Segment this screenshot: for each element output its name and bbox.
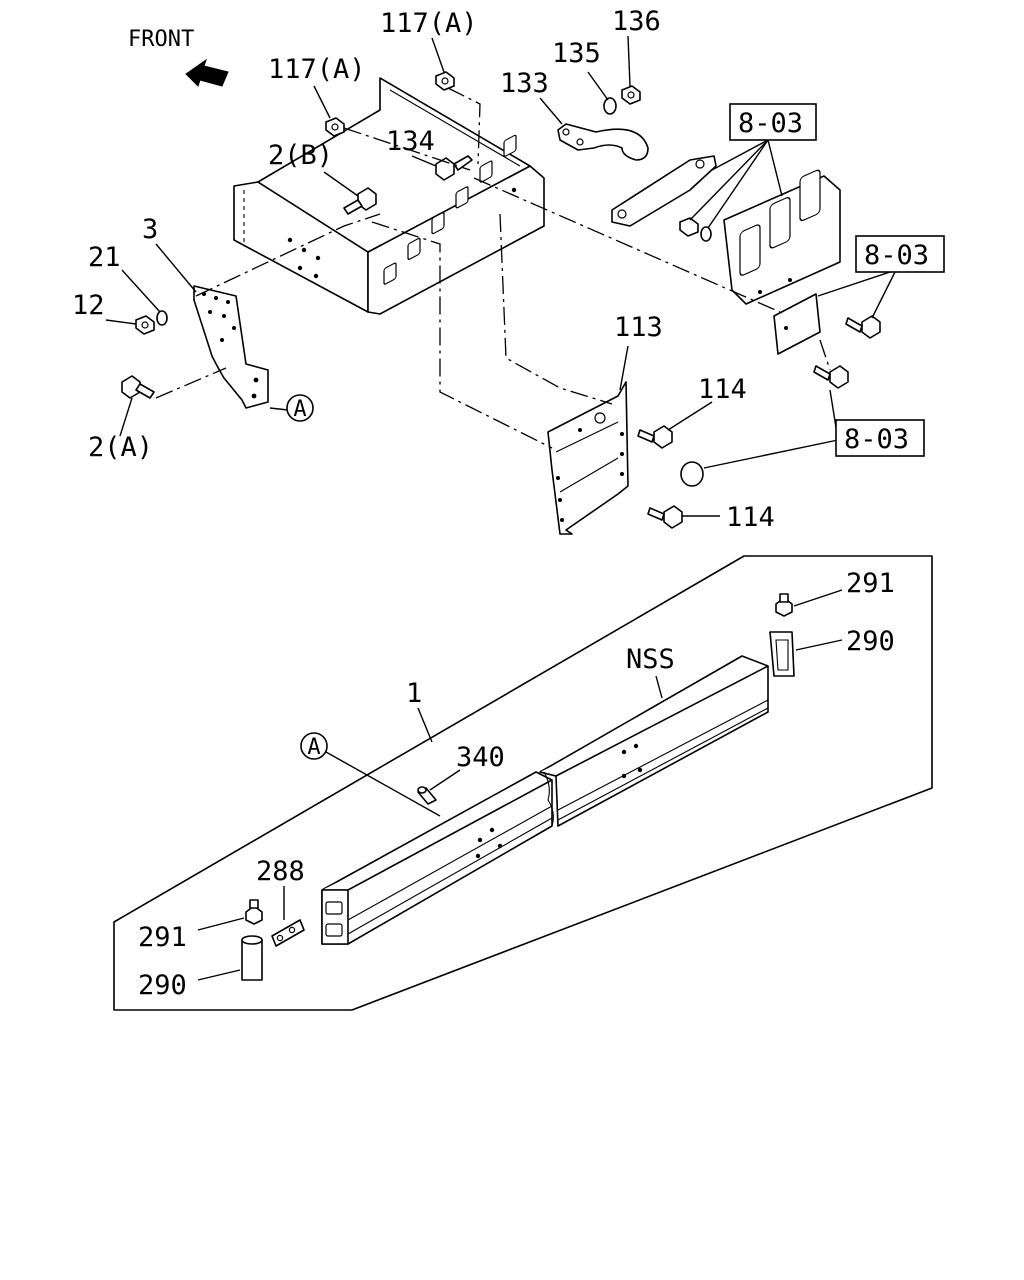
marker-a-upper: A [286,394,314,422]
callout-117a-top: 117(A) [380,8,478,39]
callout-136: 136 [612,6,661,37]
bolt-8-03-a [845,315,881,339]
callout-12: 12 [72,290,105,321]
nut-8-03 [679,217,699,237]
callout-2b: 2(B) [268,140,333,171]
callout-2a: 2(A) [88,432,153,463]
pin-340 [417,786,437,805]
callout-340: 340 [456,742,505,773]
callout-117a-left: 117(A) [268,54,366,85]
ref-box-8-03-a: 8-03 [729,103,817,141]
bolt-8-03-b [813,365,849,389]
nut-136 [621,85,641,105]
front-arrow-icon [185,58,229,87]
plate-8-03 [773,293,821,355]
frame-rail-end [233,77,545,315]
bolt-134 [435,155,473,181]
callout-133: 133 [500,68,549,99]
bumper-plate-8-03 [723,169,841,305]
ref-8-03-c: 8-03 [844,424,909,455]
callout-291-right: 291 [846,568,895,599]
front-indicator: FRONT [128,27,229,87]
front-label: FRONT [128,27,194,52]
bolt-2b [343,187,377,215]
grease-nipple-291-left [245,899,263,925]
ref-8-03-b: 8-03 [864,240,929,271]
callout-135: 135 [552,38,601,69]
marker-a-lower: A [300,732,328,760]
bracket-3 [193,285,269,409]
frame-rail-1 [321,771,553,945]
bolt-2a [121,375,155,399]
upper-assembly [105,35,897,535]
marker-a-lower-label: A [307,735,320,760]
ref-box-8-03-b: 8-03 [855,235,945,273]
bolt-114-lower [647,505,683,529]
cap-290-left [241,935,263,981]
callout-134: 134 [386,126,435,157]
callout-21: 21 [88,242,121,273]
ref-8-03-a: 8-03 [738,108,803,139]
cap-8-03 [680,461,704,487]
callout-291-left: 291 [138,922,187,953]
grease-nipple-291-right [775,593,793,617]
detail-box [113,555,933,1011]
ref-box-8-03-c: 8-03 [835,419,925,457]
washer-8-03 [700,226,712,242]
frame-rail-nss [539,655,769,827]
callout-290-right: 290 [846,626,895,657]
tow-hook [557,123,649,161]
step-bracket-113 [547,381,629,535]
plate-288 [271,919,305,947]
stay-8-03 [611,155,717,227]
washer-21 [156,310,168,326]
callout-290-left: 290 [138,970,187,1001]
nut-117a-top [435,71,455,91]
callout-3: 3 [142,214,158,245]
marker-a-upper-label: A [293,397,306,422]
nut-12 [135,315,155,335]
callout-114-lower: 114 [726,502,775,533]
lower-assembly [113,555,933,1011]
callout-1: 1 [406,678,422,709]
callout-288: 288 [256,856,305,887]
callout-113: 113 [614,312,663,343]
callout-labels: 117(A) 117(A) 136 135 133 134 2(B) 3 21 … [72,6,945,1001]
nut-117a-left [325,117,345,137]
washer-135 [603,97,617,115]
callout-nss: NSS [626,644,675,675]
bolt-114-upper [637,425,673,449]
cap-290-right [769,631,795,677]
callout-114-upper: 114 [698,374,747,405]
